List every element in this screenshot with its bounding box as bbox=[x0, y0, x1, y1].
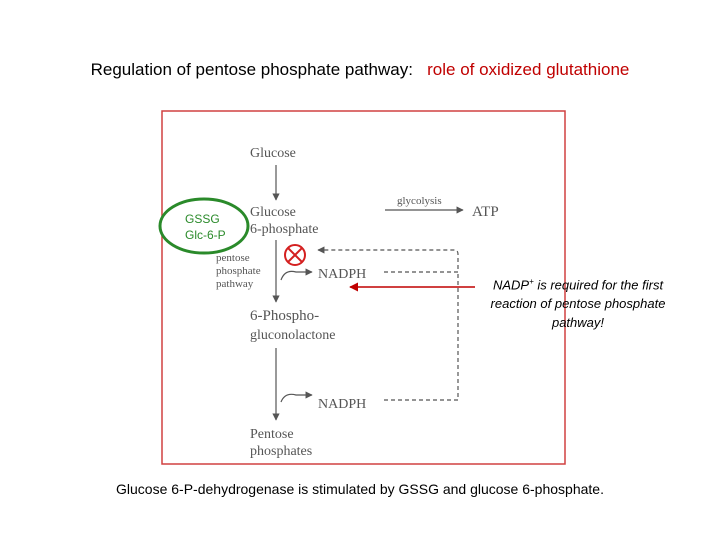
ppp-label-line2: phosphate bbox=[216, 265, 261, 277]
note-prefix: NADP bbox=[492, 277, 530, 293]
activator-label-glc6p: Glc-6-P bbox=[185, 228, 226, 242]
glycolysis-label: glycolysis bbox=[397, 195, 442, 207]
slide-caption: Glucose 6-P-dehydrogenase is stimulated … bbox=[116, 481, 604, 497]
pgl-label-line2: gluconolactone bbox=[250, 328, 336, 343]
nadp-note: NADP+ is required for the first reaction… bbox=[472, 272, 684, 332]
title-highlight: role of oxidized glutathione bbox=[427, 60, 630, 79]
slide-title: Regulation of pentose phosphate pathway:… bbox=[0, 60, 720, 80]
glucose-label: Glucose bbox=[250, 146, 296, 161]
nadph-label-2: NADPH bbox=[318, 397, 366, 412]
inhibition-icon bbox=[284, 244, 306, 266]
activator-ellipse bbox=[158, 197, 250, 255]
pgl-label-line1: 6-Phospho- bbox=[250, 308, 319, 324]
title-main: Regulation of pentose phosphate pathway: bbox=[90, 60, 413, 79]
ppp-label-line3: pathway bbox=[216, 278, 254, 290]
note-text: is required for the first reaction of pe… bbox=[490, 277, 666, 331]
pentose-label-line1: Pentose bbox=[250, 427, 294, 442]
arrow-nadph-branch-2 bbox=[280, 391, 313, 403]
g6p-label-line1: Glucose bbox=[250, 205, 296, 220]
atp-label: ATP bbox=[472, 204, 499, 220]
pentose-label-line2: phosphates bbox=[250, 444, 312, 459]
arrow-nadph-branch-1 bbox=[280, 268, 313, 281]
activator-label-gssg: GSSG bbox=[185, 212, 220, 226]
g6p-label-line2: 6-phosphate bbox=[250, 222, 318, 237]
dashed-feedback-loop bbox=[317, 246, 459, 273]
ppp-label-line1: pentose bbox=[216, 252, 250, 264]
figure-frame bbox=[161, 110, 566, 465]
nadph-label-1: NADPH bbox=[318, 267, 366, 282]
dashed-feedback-loop-lower bbox=[384, 272, 459, 401]
note-superscript: + bbox=[529, 277, 534, 286]
